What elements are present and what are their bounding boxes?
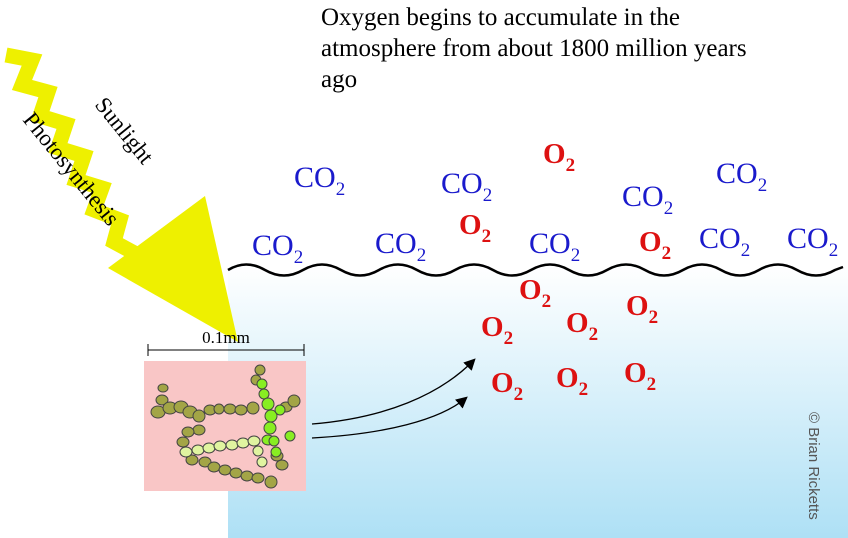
- cyanobacteria-inset: [144, 361, 306, 491]
- co2-molecule: CO2: [622, 180, 673, 219]
- sunlight-label: Sunlight: [90, 92, 159, 169]
- oxygen-release-arrow-lower: [311, 396, 468, 439]
- co2-molecule: CO2: [294, 161, 345, 200]
- co2-molecule: CO2: [716, 157, 767, 196]
- o2-molecule: O2: [543, 138, 575, 176]
- scale-bar: 0.1mm: [147, 328, 305, 356]
- o2-molecule: O2: [626, 290, 658, 328]
- ocean-surface-line: [227, 263, 844, 277]
- sunlight-arrowhead: [108, 196, 238, 342]
- o2-molecule: O2: [519, 274, 551, 312]
- o2-molecule: O2: [481, 311, 513, 349]
- co2-molecules: CO2 CO2 CO2 CO2 CO2 CO2 CO2 CO2 CO2: [252, 157, 838, 268]
- ocean-water: [228, 264, 848, 538]
- o2-molecules: O2 O2 O2 O2 O2 O2 O2 O2 O2 O2: [459, 138, 671, 405]
- co2-molecule: CO2: [375, 227, 426, 266]
- co2-molecule: CO2: [252, 229, 303, 268]
- co2-molecule: CO2: [529, 227, 580, 266]
- sunlight-beam-wave: [4, 47, 144, 263]
- o2-molecule: O2: [566, 307, 598, 345]
- copyright-credit: © Brian Ricketts: [805, 412, 822, 520]
- cyanobacteria-filaments: [150, 364, 301, 489]
- o2-molecule: O2: [491, 367, 523, 405]
- o2-molecule: O2: [624, 357, 656, 395]
- o2-molecule: O2: [459, 209, 491, 247]
- diagram-caption: Oxygen begins to accumulate in the atmos…: [321, 4, 747, 93]
- o2-molecule: O2: [639, 226, 671, 264]
- scale-label: 0.1mm: [202, 328, 250, 347]
- sunlight-beam: Sunlight Photosynthesis: [4, 47, 238, 342]
- o2-molecule: O2: [556, 362, 588, 400]
- co2-molecule: CO2: [787, 222, 838, 261]
- oxygen-release-arrow-upper: [311, 358, 476, 425]
- co2-molecule: CO2: [441, 167, 492, 206]
- co2-molecule: CO2: [699, 222, 750, 261]
